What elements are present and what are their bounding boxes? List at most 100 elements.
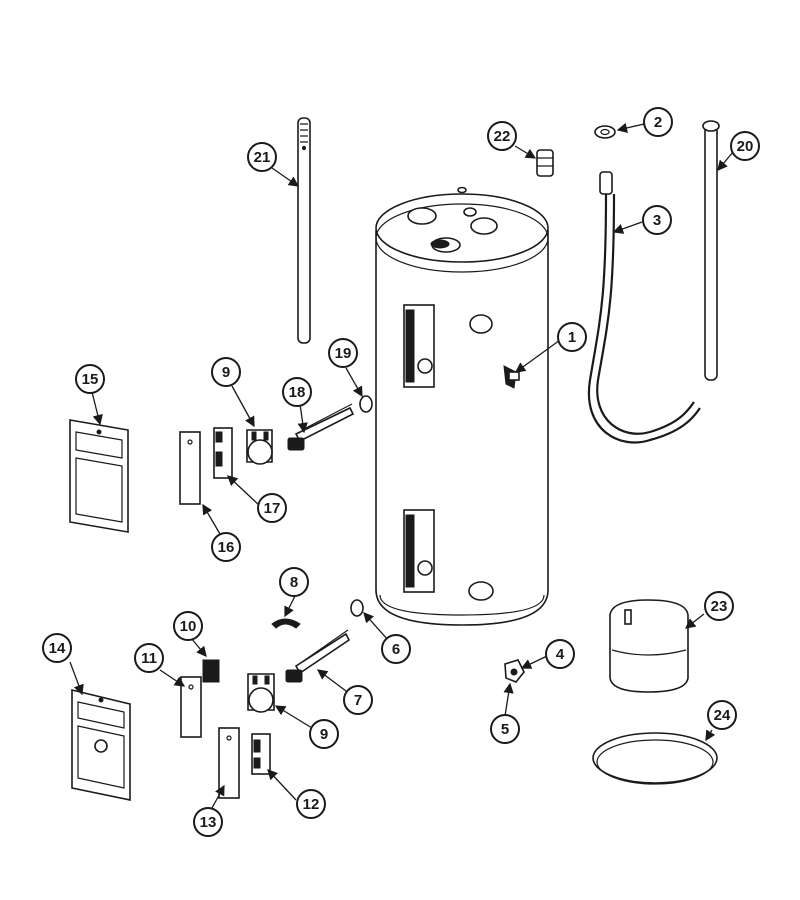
callout-number: 12 <box>303 796 320 813</box>
callout-circle <box>173 611 203 641</box>
flexible-hose <box>587 171 701 444</box>
high-limit-switch <box>202 659 220 683</box>
callout-number: 13 <box>200 814 217 831</box>
callout-circle <box>545 639 575 669</box>
callout-6: 6 <box>381 634 411 664</box>
lower-element-gasket <box>350 599 364 617</box>
callout-number: 18 <box>289 384 306 401</box>
callout-number: 11 <box>141 650 157 667</box>
callout-circle <box>381 634 411 664</box>
callout-5: 5 <box>490 714 520 744</box>
callout-number: 3 <box>653 212 661 229</box>
callout-1: 1 <box>557 322 587 352</box>
callout-circle <box>42 633 72 663</box>
upper-thermostat <box>213 427 233 479</box>
callout-number: 10 <box>180 618 197 635</box>
callout-number: 17 <box>264 500 281 517</box>
callout-number: 5 <box>501 721 509 738</box>
callout-circle <box>282 377 312 407</box>
callout-number: 6 <box>392 641 400 658</box>
callout-circle <box>704 591 734 621</box>
water-heater-tank <box>375 186 549 626</box>
washer <box>594 125 616 139</box>
callout-circle <box>643 107 673 137</box>
drain-pan-ring <box>592 732 718 785</box>
callout-circle <box>193 807 223 837</box>
callout-circle <box>642 205 672 235</box>
callout-9: 9 <box>309 719 339 749</box>
lower-thermostat-bracket <box>247 673 275 713</box>
callout-2: 2 <box>643 107 673 137</box>
callout-number: 9 <box>222 364 230 381</box>
callout-circle <box>490 714 520 744</box>
callout-number: 22 <box>494 128 511 145</box>
callout-15: 15 <box>75 364 105 394</box>
callout-24: 24 <box>707 700 737 730</box>
callout-number: 2 <box>654 114 662 131</box>
callout-11: 11 <box>134 643 164 673</box>
callout-12: 12 <box>296 789 326 819</box>
callout-number: 1 <box>568 329 576 346</box>
lower-heating-element <box>285 629 351 683</box>
callout-13: 13 <box>193 807 223 837</box>
drain-valve <box>504 659 525 683</box>
nipple-fitting <box>536 149 554 177</box>
callout-23: 23 <box>704 591 734 621</box>
callout-number: 16 <box>218 539 235 556</box>
callout-18: 18 <box>282 377 312 407</box>
callout-4: 4 <box>545 639 575 669</box>
upper-insulation-panel <box>179 431 201 505</box>
upper-thermostat-bracket <box>246 429 273 465</box>
callout-number: 7 <box>354 692 362 709</box>
callout-3: 3 <box>642 205 672 235</box>
callout-circle <box>257 493 287 523</box>
callout-17: 17 <box>257 493 287 523</box>
callout-8: 8 <box>279 567 309 597</box>
callout-circle <box>211 357 241 387</box>
callout-10: 10 <box>173 611 203 641</box>
upper-element-gasket <box>359 395 373 413</box>
callout-circle <box>279 567 309 597</box>
callout-number: 14 <box>49 640 66 657</box>
callout-22: 22 <box>487 121 517 151</box>
callout-number: 20 <box>737 138 754 155</box>
callout-21: 21 <box>247 142 277 172</box>
callout-circle <box>557 322 587 352</box>
callout-number: 9 <box>320 726 328 743</box>
callout-7: 7 <box>343 685 373 715</box>
upper-heating-element <box>287 403 355 451</box>
callout-circle <box>487 121 517 151</box>
callout-19: 19 <box>328 338 358 368</box>
callout-circle <box>707 700 737 730</box>
callout-circle <box>343 685 373 715</box>
callout-16: 16 <box>211 532 241 562</box>
callout-number: 19 <box>335 345 352 362</box>
insulation-pad <box>271 618 301 629</box>
callout-circle <box>328 338 358 368</box>
callout-number: 21 <box>254 149 271 166</box>
leader-lines <box>69 122 734 809</box>
callout-circle <box>75 364 105 394</box>
callout-circle <box>296 789 326 819</box>
callout-circle <box>211 532 241 562</box>
lower-thermostat <box>251 733 271 775</box>
expansion-tank <box>609 599 689 693</box>
callout-number: 15 <box>82 371 99 388</box>
callout-number: 8 <box>290 574 298 591</box>
upper-access-cover <box>69 419 129 533</box>
callout-9: 9 <box>211 357 241 387</box>
lower-access-cover <box>71 688 131 801</box>
thermostat-insulation-panel <box>218 727 240 799</box>
callout-circle <box>730 131 760 161</box>
callout-14: 14 <box>42 633 72 663</box>
callout-number: 23 <box>711 598 728 615</box>
callout-circle <box>247 142 277 172</box>
lower-insulation-panel <box>180 676 202 738</box>
callout-number: 24 <box>714 707 731 724</box>
dip-tube <box>702 120 720 381</box>
callout-number: 4 <box>556 646 565 663</box>
callout-20: 20 <box>730 131 760 161</box>
